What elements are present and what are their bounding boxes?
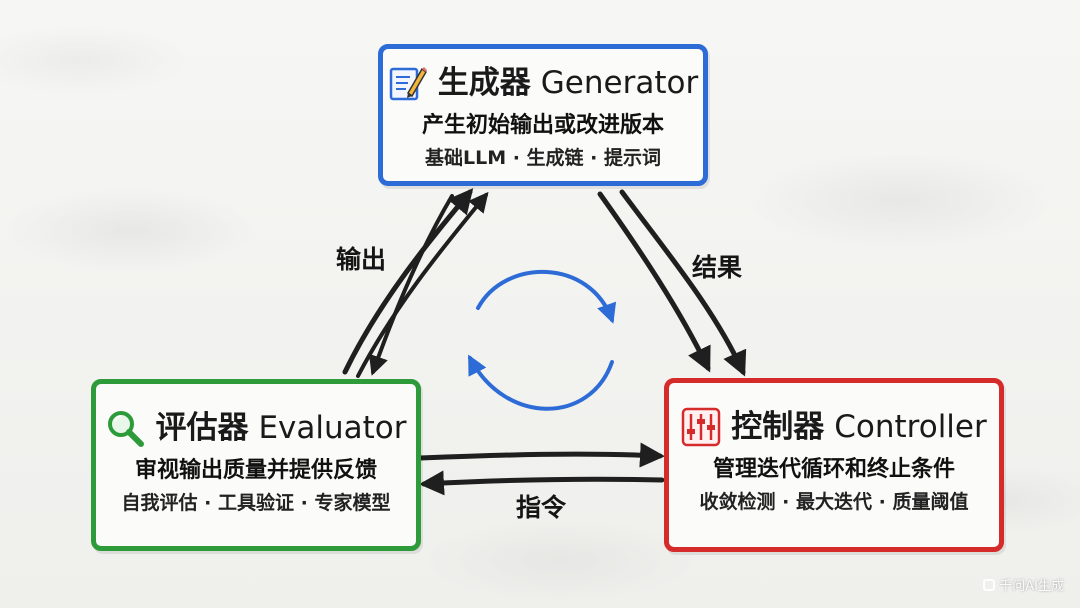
watermark-logo-icon (983, 578, 996, 591)
watermark-text: 千问AI生成 (999, 579, 1064, 594)
controller-description: 管理迭代循环和终止条件 (712, 457, 955, 482)
evaluator-title-en: Evaluator (258, 409, 407, 446)
arrow-evaluator-to-generator-b (356, 191, 489, 378)
generator-title-en: Generator (540, 64, 699, 101)
controller-card: 控制器 Controller 管理迭代循环和终止条件 收敛检测 · 最大迭代 ·… (664, 378, 1004, 552)
controller-tags: 收敛检测 · 最大迭代 · 质量阈值 (699, 491, 969, 514)
arrow-evaluator-to-generator (342, 188, 474, 375)
generator-title: 生成器 Generator (383, 63, 703, 103)
cycle-arrows-icon (468, 269, 617, 411)
magnifier-icon (108, 411, 145, 447)
generator-description: 产生初始输出或改进版本 (421, 113, 664, 138)
controller-title-cn: 控制器 (731, 408, 825, 445)
evaluator-card: 评估器 Evaluator 审视输出质量并提供反馈 自我评估 · 工具验证 · … (91, 379, 421, 551)
controller-title: 控制器 Controller (669, 407, 999, 447)
arrow-label-instruction: 指令 (516, 493, 567, 522)
generator-card: 生成器 Generator 产生初始输出或改进版本 基础LLM · 生成链 · … (378, 44, 708, 186)
watermark: 千问AI生成 (983, 575, 1064, 594)
arrow-generator-to-evaluator (368, 194, 454, 376)
arrow-label-output: 输出 (336, 245, 387, 274)
arrow-evaluator-to-controller (417, 442, 665, 468)
evaluator-description: 审视输出质量并提供反馈 (134, 458, 377, 483)
arrow-label-result: 结果 (692, 253, 743, 282)
arrow-generator-to-controller-b (619, 189, 747, 377)
evaluator-title: 评估器 Evaluator (96, 408, 416, 448)
sliders-icon (682, 407, 721, 447)
evaluator-tags: 自我评估 · 工具验证 · 专家模型 (121, 492, 391, 515)
generator-title-cn: 生成器 (437, 64, 531, 101)
generator-tags: 基础LLM · 生成链 · 提示词 (424, 147, 662, 170)
evaluator-title-cn: 评估器 (155, 409, 249, 446)
arrow-controller-to-evaluator (419, 470, 665, 496)
controller-title-en: Controller (834, 408, 987, 445)
arrow-generator-to-controller-a (597, 191, 711, 373)
pencil-note-icon (389, 67, 427, 101)
